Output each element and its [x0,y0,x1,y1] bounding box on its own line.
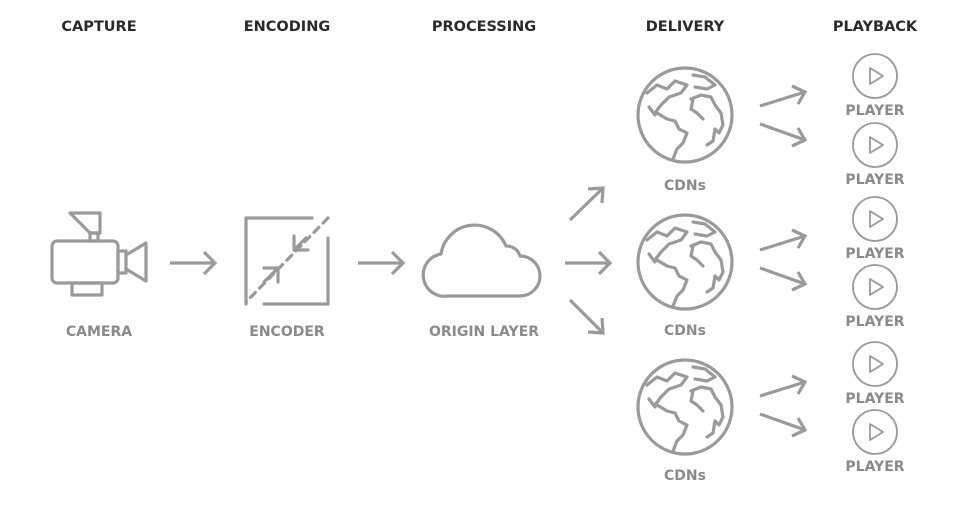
camera-icon [50,211,148,297]
globe-icon [636,66,734,164]
player-label: PLAYER [845,172,904,188]
stage-playback-heading: PLAYBACK [833,19,918,35]
play-icon [852,264,898,310]
player-label: PLAYER [845,459,904,475]
arrow-icon [358,250,406,276]
globe-icon [636,213,734,311]
fan-out-arrows-icon [565,186,613,335]
cloud-icon [421,223,542,298]
player-label: PLAYER [845,314,904,330]
play-icon [852,196,898,242]
player-label: PLAYER [845,103,904,119]
cdn-label: CDNs [664,323,706,339]
camera-label: CAMERA [66,324,132,340]
player-label: PLAYER [845,391,904,407]
cdn-label: CDNs [664,468,706,484]
play-icon [852,341,898,387]
play-icon [852,409,898,455]
play-icon [852,122,898,168]
encoder-icon [244,216,330,306]
split-arrows-icon [758,374,807,438]
origin-layer-label: ORIGIN LAYER [429,324,539,340]
split-arrows-icon [758,228,807,292]
cdn-label: CDNs [664,178,706,194]
stage-processing-heading: PROCESSING [432,19,536,35]
split-arrows-icon [758,84,807,148]
globe-icon [636,358,734,456]
player-label: PLAYER [845,246,904,262]
encoder-label: ENCODER [249,324,325,340]
stage-delivery-heading: DELIVERY [646,19,725,35]
stage-capture-heading: CAPTURE [61,19,136,35]
play-icon [852,53,898,99]
stage-encoding-heading: ENCODING [244,19,330,35]
arrow-icon [170,250,218,276]
